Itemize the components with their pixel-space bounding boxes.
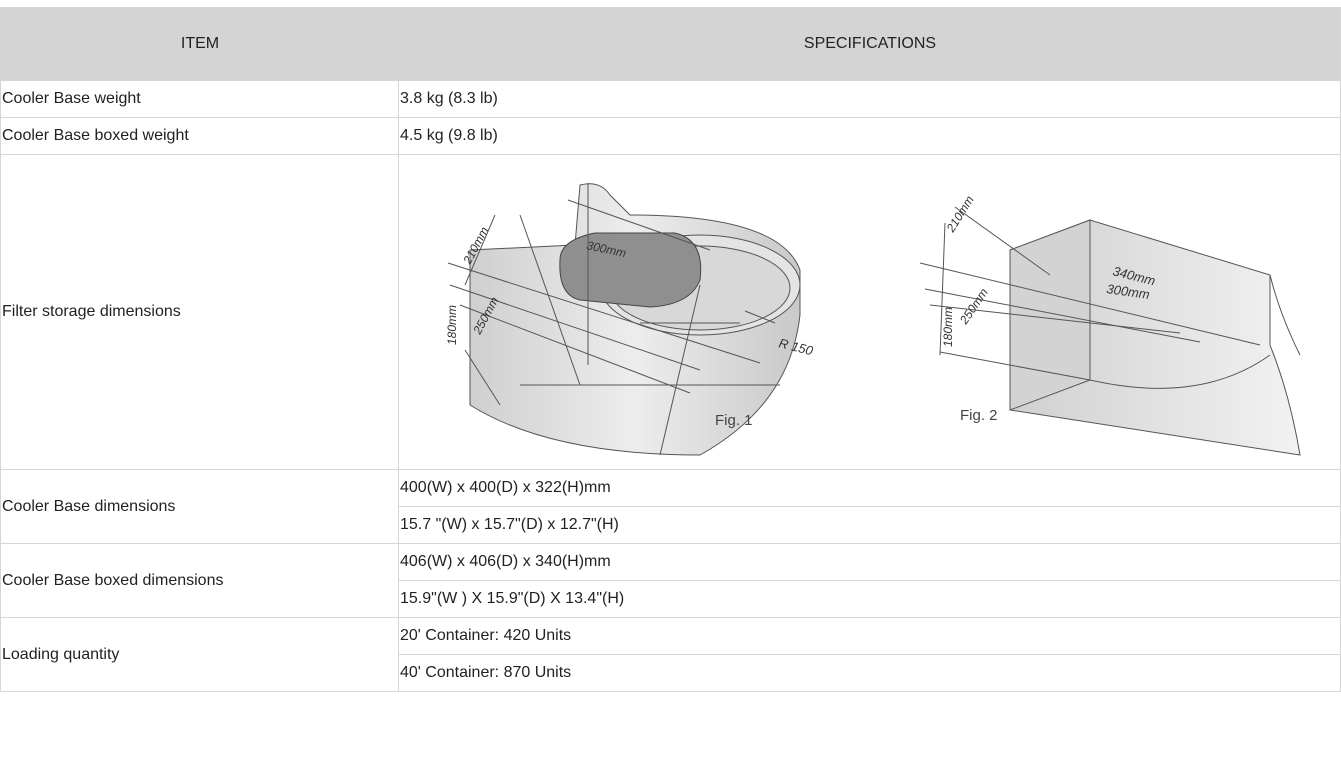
table-row: Cooler Base boxed weight 4.5 kg (9.8 lb) <box>0 117 1341 155</box>
header-specifications: SPECIFICATIONS <box>398 7 1341 81</box>
row-value: 15.9"(W ) X 15.9"(D) X 13.4"(H) <box>398 580 1341 618</box>
row-label: Cooler Base weight <box>0 80 399 118</box>
row-value: 20' Container: 420 Units <box>398 617 1341 655</box>
table-row: Loading quantity 20' Container: 420 Unit… <box>0 617 1341 692</box>
fig2-dim-300: 300mm <box>1106 281 1151 302</box>
row-value: 40' Container: 870 Units <box>398 654 1341 692</box>
table-row: 40' Container: 870 Units <box>1 654 1341 692</box>
row-value: 4.5 kg (9.8 lb) <box>398 117 1341 155</box>
fig2-dim-210: 210mm <box>943 193 977 235</box>
spec-table: ITEM SPECIFICATIONS Cooler Base weight 3… <box>0 7 1341 692</box>
row-label: Cooler Base dimensions <box>0 469 399 544</box>
row-label: Cooler Base boxed dimensions <box>0 543 399 618</box>
table-row: Cooler Base weight 3.8 kg (8.3 lb) <box>0 80 1341 118</box>
fig2-drawing <box>919 206 1301 456</box>
row-value: 3.8 kg (8.3 lb) <box>398 80 1341 118</box>
row-value: 400(W) x 400(D) x 322(H)mm <box>398 469 1341 507</box>
fig1-drawing <box>447 183 801 456</box>
table-row: 15.7 "(W) x 15.7"(D) x 12.7"(H) <box>1 506 1341 544</box>
table-row: Cooler Base boxed dimensions 406(W) x 40… <box>0 543 1341 618</box>
fig2-caption: Fig. 2 <box>960 407 998 424</box>
fig2-dim-250: 250mm <box>956 286 991 328</box>
row-value: 406(W) x 406(D) x 340(H)mm <box>398 543 1341 581</box>
filter-storage-figures: 210mm 300mm 180mm 250mm R 150 Fig. 1 <box>398 154 1341 470</box>
fig1-caption: Fig. 1 <box>715 412 753 429</box>
table-row: Cooler Base dimensions 400(W) x 400(D) x… <box>0 469 1341 544</box>
filter-storage-diagram: 210mm 300mm 180mm 250mm R 150 Fig. 1 <box>445 183 1301 456</box>
table-row: Filter storage dimensions <box>0 154 1341 470</box>
row-value: 15.7 "(W) x 15.7"(D) x 12.7"(H) <box>398 506 1341 544</box>
fig1-dim-180: 180mm <box>445 305 459 345</box>
row-label: Loading quantity <box>0 617 399 692</box>
row-label: Filter storage dimensions <box>0 154 399 470</box>
fig2-dim-180: 180mm <box>941 307 955 347</box>
header-item: ITEM <box>0 7 399 81</box>
row-label: Cooler Base boxed weight <box>0 117 399 155</box>
header-row: ITEM SPECIFICATIONS <box>0 7 1341 81</box>
table-row: 15.9"(W ) X 15.9"(D) X 13.4"(H) <box>1 580 1341 618</box>
